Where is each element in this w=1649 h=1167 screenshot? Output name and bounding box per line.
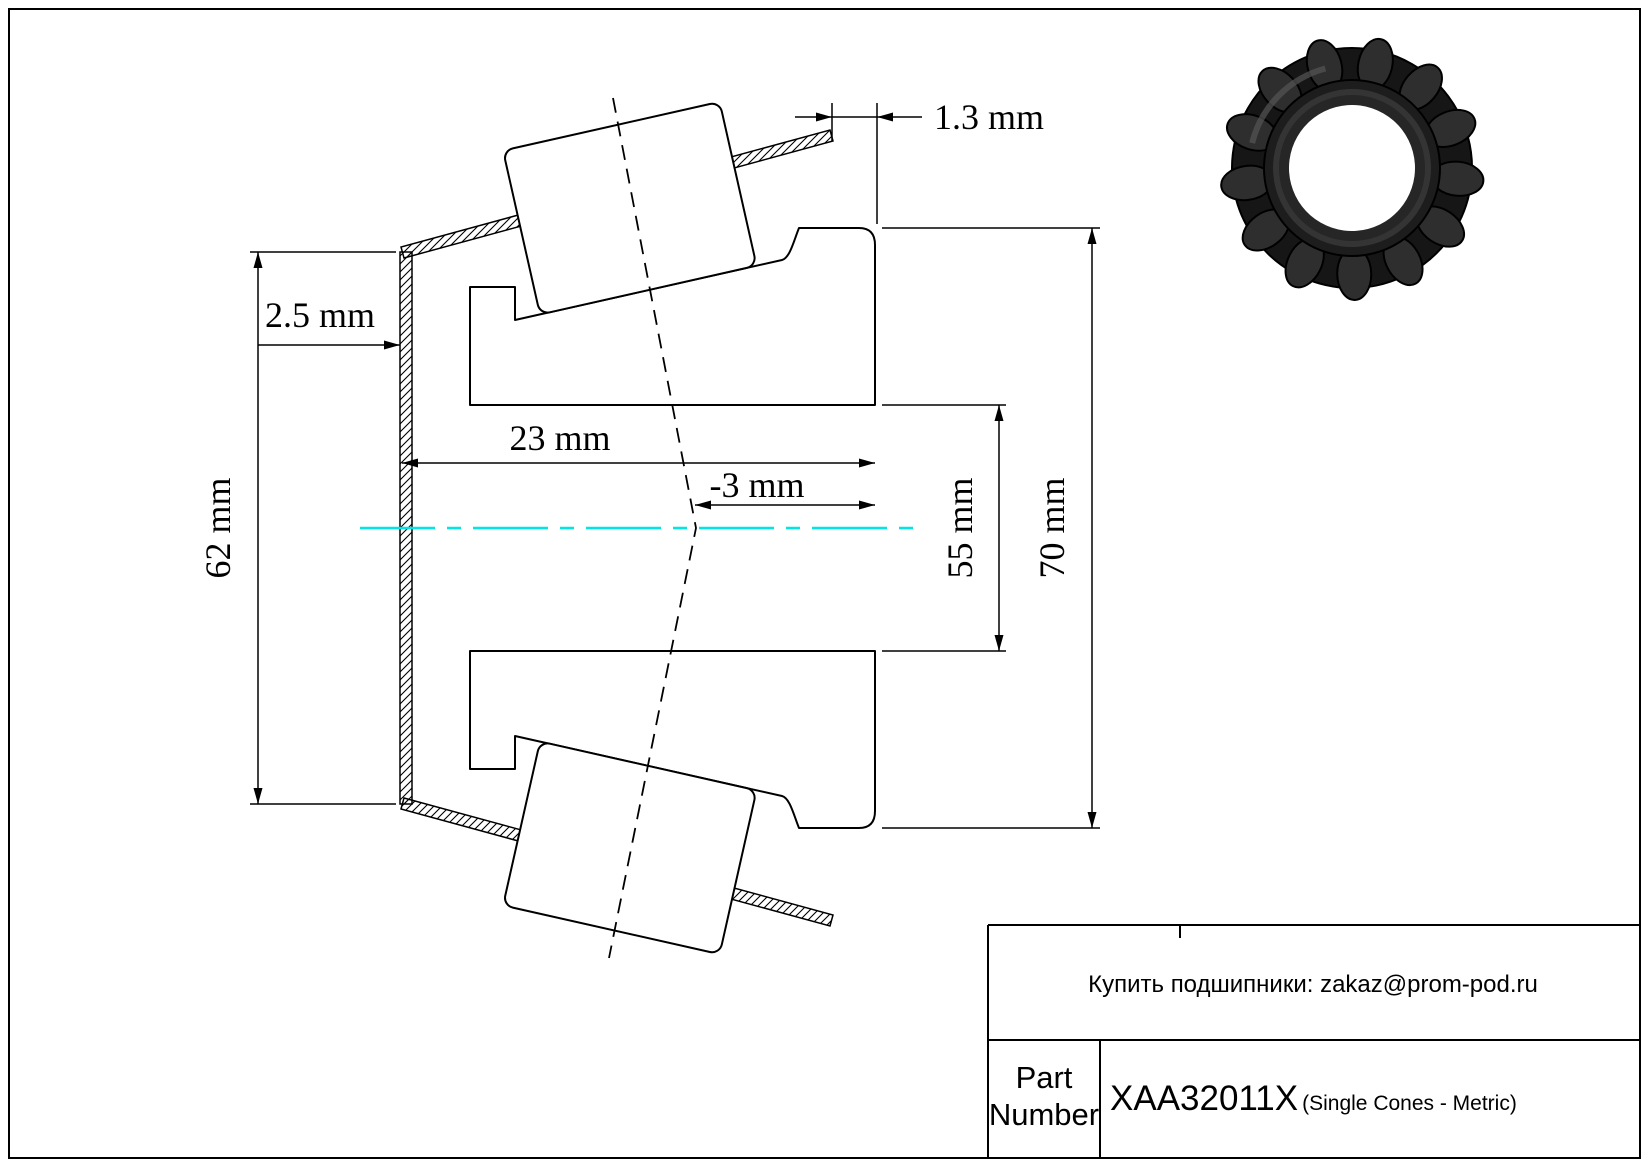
purchase-note: Купить подшипники: zakaz@prom-pod.ru xyxy=(1088,971,1538,998)
bearing-photo xyxy=(1217,34,1487,302)
dim-bore-label: 55 mm xyxy=(940,477,980,578)
dim-bore: 55 mm xyxy=(882,404,1006,652)
bearing-cross-section xyxy=(360,97,915,959)
cone-section-top xyxy=(469,227,876,406)
dim-width: 23 mm xyxy=(402,418,875,468)
dim-back-gap-label: 1.3 mm xyxy=(934,97,1044,137)
part-label-line2: Number xyxy=(989,1097,1099,1132)
cone-section-bottom xyxy=(469,650,876,829)
part-type: (Single Cones - Metric) xyxy=(1302,1092,1517,1115)
dim-effective-center: -3 mm xyxy=(695,465,875,510)
dim-outer: 70 mm xyxy=(882,227,1100,829)
part-label-line1: Part xyxy=(1016,1060,1073,1095)
part-number-line: XAA32011X(Single Cones - Metric) xyxy=(1110,1079,1517,1118)
dim-width-label: 23 mm xyxy=(509,418,610,458)
dim-cage-od: 62 mm xyxy=(198,251,396,805)
roller-axis-line xyxy=(608,97,697,959)
dimensions: 1.3 mm 2.5 mm 23 mm -3 mm xyxy=(198,97,1100,829)
dim-effective-center-label: -3 mm xyxy=(710,465,805,505)
dim-cage-standout: 2.5 mm xyxy=(258,295,400,350)
dim-cage-od-label: 62 mm xyxy=(198,477,238,578)
dim-outer-label: 70 mm xyxy=(1032,477,1072,578)
dim-back-gap: 1.3 mm xyxy=(795,97,1044,224)
dim-cage-standout-label: 2.5 mm xyxy=(265,295,375,335)
title-block: Купить подшипники: zakaz@prom-pod.ru Par… xyxy=(987,924,1639,1157)
roller-top xyxy=(504,102,756,314)
part-number: XAA32011X xyxy=(1110,1079,1298,1118)
